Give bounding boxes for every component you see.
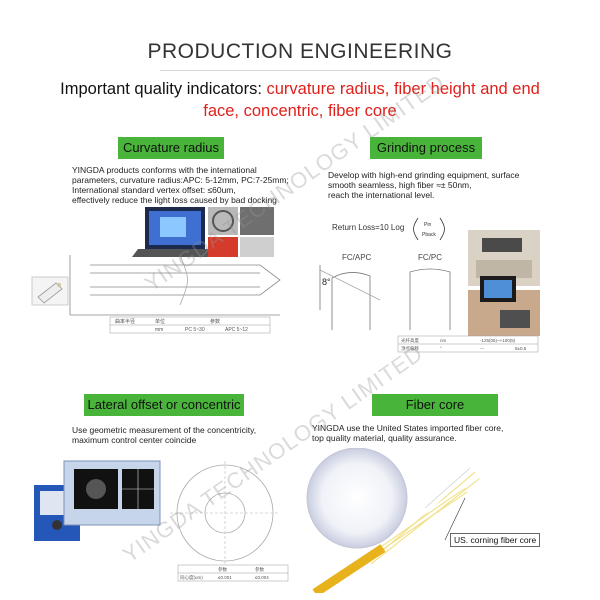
fiber-cross-section <box>306 448 408 549</box>
ferrule-diagram <box>69 254 281 316</box>
fiber-core-label: US. corning fiber core <box>450 533 541 547</box>
fc-pc-label: FC/PC <box>418 253 442 262</box>
angle-label: 8° <box>322 277 331 287</box>
grinding-desc-line-3: reach the international level. <box>328 190 435 200</box>
badge-fiber: Fiber core <box>372 394 498 416</box>
interference-image-2 <box>240 207 274 235</box>
curvature-description: YINGDA products conforms with the intern… <box>72 165 312 205</box>
curvature-desc-line-1: YINGDA products conforms with the intern… <box>72 165 257 175</box>
return-loss-formula: Return Loss=10 Log <box>332 223 404 232</box>
ferrule-profiles <box>319 265 451 330</box>
curvature-table-h2: 单位 <box>155 318 165 325</box>
headline-black: Important quality indicators: <box>60 80 267 98</box>
formula-denominator: Pback <box>422 232 436 238</box>
lateral-description: Use geometric measurement of the concent… <box>72 425 312 445</box>
page-title: PRODUCTION ENGINEERING <box>147 40 453 63</box>
fiber-illustration <box>306 448 506 593</box>
interference-ring <box>212 210 234 232</box>
curvature-table-h1: 曲率半径 <box>115 318 135 325</box>
fiber-desc-line-2: top quality material, quality assurance. <box>312 433 457 443</box>
headline-red: curvature radius, fiber height and end f… <box>203 80 540 120</box>
concentric-circles <box>170 461 280 565</box>
heatmap-image <box>208 237 238 257</box>
laptop-image <box>132 207 218 257</box>
curvature-table <box>109 316 271 334</box>
curvature-table-h3: 参数 <box>210 318 220 325</box>
grinding-table <box>397 335 539 353</box>
3d-plot-image <box>240 237 274 257</box>
badge-lateral: Lateral offset or concentric <box>84 394 244 416</box>
lateral-desc-line-2: maximum control center coincide <box>72 435 197 445</box>
curvature-desc-line-3: International standard vertex offset: ≤6… <box>72 185 236 195</box>
curvature-illustration: 曲率半径 单位 参数 mm PC 5~30 APC 5~12 <box>31 207 281 334</box>
grinding-desc-line-2: smooth seamless, high fiber ≈± 50nm, <box>328 180 472 190</box>
connector-photo <box>31 276 69 306</box>
grinding-table-r2c1: 顶点偏移 <box>401 345 419 352</box>
lateral-table-c3: ≤0.004 <box>255 575 269 580</box>
badge-grinding: Grinding process <box>370 137 482 159</box>
lateral-table-h3: 参数 <box>255 566 264 573</box>
lateral-table <box>177 564 289 582</box>
curvature-desc-line-4: effectively reduce the light loss caused… <box>72 195 277 205</box>
lateral-table-h2: 参数 <box>218 566 227 573</box>
grinding-table-r1c3: -125(05)~+100(5) <box>480 338 516 343</box>
fiber-desc-line-1: YINGDA use the United States imported fi… <box>312 423 504 433</box>
fiber-white-strand <box>394 459 506 534</box>
grinding-description: Develop with high-end grinding equipment… <box>328 170 558 200</box>
grinding-table-r1c1: 光纤高度 <box>401 337 419 344</box>
curvature-table-c2: mm <box>155 327 163 333</box>
fiber-label-pointer <box>444 497 466 541</box>
grinding-illustration: Return Loss=10 Log Pin Pback FC/APC FC/P… <box>319 217 540 353</box>
grinding-desc-line-1: Develop with high-end grinding equipment… <box>328 170 520 180</box>
curvature-desc-line-2: parameters, curvature radius:APC: 5-12mm… <box>72 175 289 185</box>
grinding-table-r2c4: 8±0.5 <box>515 346 527 351</box>
fiber-description: YINGDA use the United States imported fi… <box>312 423 562 443</box>
lateral-desc-line-1: Use geometric measurement of the concent… <box>72 425 257 435</box>
formula-numerator: Pin <box>424 222 431 228</box>
curvature-table-c4: APC 5~12 <box>225 327 248 333</box>
grinding-table-r1c2: nm <box>440 338 447 343</box>
fiber-cable-jacket <box>312 544 386 593</box>
fiber-thin-strand <box>424 467 471 509</box>
fc-apc-label: FC/APC <box>342 253 372 262</box>
lateral-table-c2: ≤0.001 <box>218 575 232 580</box>
lateral-illustration: 参数 参数 同心度(um) ≤0.001 ≤0.004 <box>34 460 289 582</box>
headline: Important quality indicators: curvature … <box>40 78 560 122</box>
grinding-table-r2c3: --- <box>480 346 485 351</box>
formula-bracket <box>413 217 445 241</box>
badge-curvature: Curvature radius <box>118 137 224 159</box>
software-screen <box>63 460 161 526</box>
lateral-table-c1: 同心度(um) <box>180 574 203 581</box>
title-rule <box>160 70 440 71</box>
curvature-table-c3: PC 5~30 <box>185 327 205 333</box>
grinding-table-r2c2: ° <box>440 346 442 351</box>
microscope-photo <box>468 276 540 336</box>
